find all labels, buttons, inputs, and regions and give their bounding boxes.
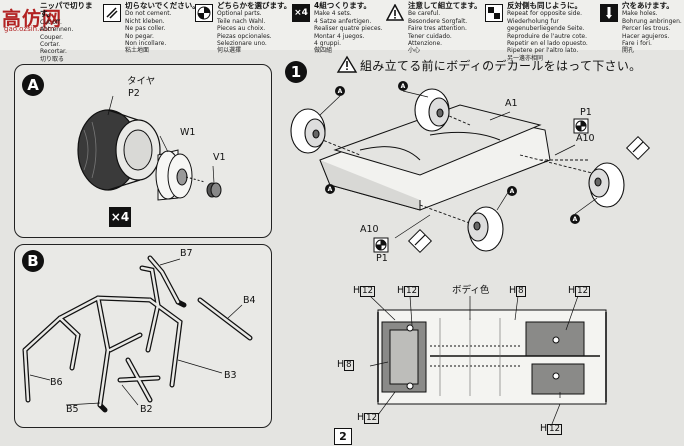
choose-icon-front <box>373 237 389 253</box>
wheel-rear-left <box>290 108 326 154</box>
marker-a-circles <box>325 81 580 224</box>
wheel-rear-right <box>414 88 450 132</box>
tire-drawing <box>77 109 161 191</box>
legend-no-cut-jp: 切らないでください。 <box>125 1 200 10</box>
wheel-front-left <box>467 206 504 252</box>
part-a1: A1 <box>505 98 518 109</box>
page-number: 2 <box>334 428 352 445</box>
legend-make-4-jp: 4組つくります。 <box>314 1 371 10</box>
part-a10-front: A10 <box>360 224 379 235</box>
cap-drawing <box>206 182 222 198</box>
legend-no-cut-en: Do not cement. Nicht kleben. Ne pas coll… <box>125 10 172 55</box>
no-cut-icon <box>103 4 121 22</box>
legend-opposite-en: Repeat for opposite side. Wiederholung f… <box>507 10 588 62</box>
legend-make-4-en: Make 4 sets. 4 Satze anfertigen. Realise… <box>314 10 383 55</box>
drill-icon <box>600 4 618 22</box>
legend-caution: 注意して組立てます。 Be careful. Besondere Sorgfal… <box>386 2 482 54</box>
legend-choose-jp: どちらかを選びます。 <box>217 1 292 10</box>
legend-drill-jp: 穴をあけます。 <box>622 1 674 10</box>
legend-caution-jp: 注意して組立てます。 <box>408 1 482 10</box>
legend-opposite: 反対側も同じように。 Repeat for opposite side. Wie… <box>485 1 595 62</box>
watermark: 高仿网 <box>2 8 63 30</box>
caution-icon <box>386 4 404 22</box>
no-cut-icon-front <box>407 228 433 254</box>
part-b7: B7 <box>180 248 193 259</box>
legend-drill: 穴をあけます。 Make holes. Bohrung anbringen. P… <box>600 1 684 54</box>
wheel-drawing <box>155 149 206 201</box>
watermark-url: gao.ozsin.com <box>4 25 55 33</box>
no-cut-icon-rear <box>625 135 651 161</box>
part-b3: B3 <box>224 370 237 381</box>
tire-label: タイヤ <box>127 76 156 87</box>
legend-drill-en: Make holes. Bohrung anbringen. Percer le… <box>622 10 682 55</box>
marker-a-1: A <box>338 88 343 95</box>
panel-a-label: A <box>22 74 44 96</box>
opposite-side-icon <box>485 4 503 22</box>
legend-cut-en: Cut off. Abtrennen. Couper. Cortar. Reco… <box>40 18 74 63</box>
legend-cut-jp: ニッパで切ります。 <box>40 1 93 19</box>
legend-opposite-jp: 反対側も同じように。 <box>507 1 582 10</box>
body-color-label: ボディ色 <box>452 285 490 296</box>
part-b2: B2 <box>140 404 153 415</box>
marker-a-2: A <box>401 83 406 90</box>
legend-no-cut: 切らないでください。 Do not cement. Nicht kleben. … <box>103 2 200 54</box>
panel-b <box>14 244 272 428</box>
marker-a-3: A <box>328 186 333 193</box>
part-a10-rear: A10 <box>576 133 595 144</box>
marker-a-5: A <box>573 216 578 223</box>
multiplier-badge: ×4 <box>109 207 131 227</box>
underside-drawing <box>377 309 607 405</box>
legend-choose-en: Optional parts. Teile nach Wahl. Pieces … <box>217 10 272 55</box>
step1-wheels <box>290 88 625 252</box>
part-p1-front: P1 <box>376 253 388 264</box>
wheel-front-right <box>588 162 625 208</box>
part-b6: B6 <box>50 377 63 388</box>
roll-cage-inner <box>23 256 252 407</box>
legend-choose: どちらかを選びます。 Optional parts. Teile nach Wa… <box>195 2 291 54</box>
part-b4: B4 <box>243 295 256 306</box>
marker-a-4: A <box>510 188 515 195</box>
part-p1-rear: P1 <box>580 107 592 118</box>
legend-caution-en: Be careful. Besondere Sorgfalt. Faire tr… <box>408 10 468 55</box>
legend-strip: 高仿网 gao.ozsin.com ニッパで切ります。 Cut off. Abt… <box>0 0 684 63</box>
wheel-part-number: W1 <box>180 127 196 138</box>
tire-part-number: P2 <box>128 88 140 99</box>
legend-cut: ニッパで切ります。 Cut off. Abtrennen. Couper. Co… <box>40 1 100 63</box>
choose-icon-rear <box>573 118 589 134</box>
part-b5: B5 <box>66 404 79 415</box>
choose-icon <box>195 4 213 22</box>
step-instruction: 組み立てる前にボディのデカールをはって下さい。 <box>360 59 642 73</box>
legend-make-4: ×4 4組つくります。 Make 4 sets. 4 Satze anferti… <box>292 1 383 54</box>
panel-b-label: B <box>22 250 44 272</box>
step-number: 1 <box>285 61 307 83</box>
make-4-icon: ×4 <box>292 4 310 22</box>
cap-part-number: V1 <box>213 152 226 163</box>
